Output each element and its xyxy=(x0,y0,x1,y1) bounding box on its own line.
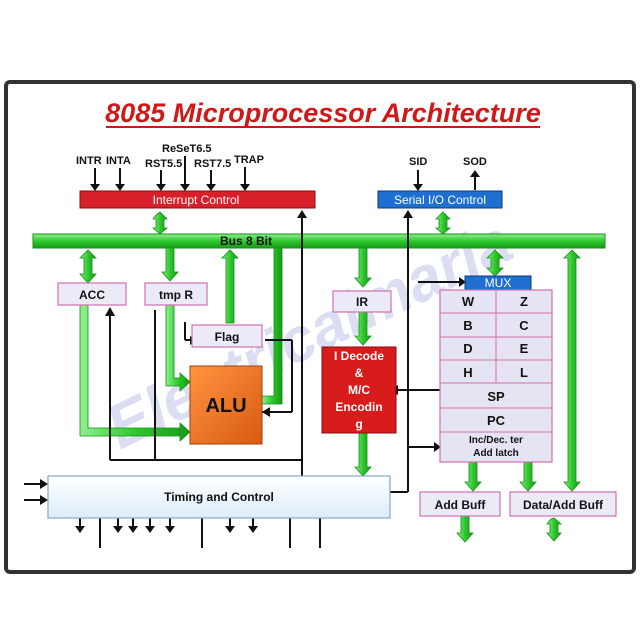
serial-arrows xyxy=(413,170,480,191)
acc-label: ACC xyxy=(79,288,105,302)
timing-control-block xyxy=(47,475,391,519)
address-buffer-label: Add Buff xyxy=(435,498,487,512)
register-pc: PC xyxy=(487,413,506,428)
interrupt-input-arrows xyxy=(90,156,250,191)
inc-dec-label: Inc/Dec. ter xyxy=(469,435,523,446)
decoder-line-2: & xyxy=(355,366,364,380)
data-address-buffer-block xyxy=(509,491,617,517)
register-w: W xyxy=(462,294,475,309)
interrupt-control-block xyxy=(79,190,316,209)
register-array: W Z B C D E H L SP PC Inc/Dec. ter Add l… xyxy=(439,289,553,463)
bus-label: Bus 8 Bit xyxy=(220,234,272,248)
serial-io-control-block xyxy=(377,190,503,209)
signal-inta: INTA xyxy=(106,155,131,167)
tmp-r-label: tmp R xyxy=(159,288,193,302)
alu-block xyxy=(189,365,263,445)
interrupt-signals: INTR INTA RST5.5 ReSeT6.5 RST7.5 TRAP xyxy=(76,143,264,170)
signal-sid: SID xyxy=(409,156,427,168)
data-bus-8bit xyxy=(32,233,606,249)
tmp-r-block xyxy=(144,282,208,306)
page-title: 8085 Microprocessor Architecture xyxy=(105,98,541,128)
timing-output-lines xyxy=(75,518,321,548)
register-l: L xyxy=(520,365,528,380)
signal-trap: TRAP xyxy=(234,154,264,166)
instruction-decoder-block xyxy=(321,346,397,434)
timing-control-label: Timing and Control xyxy=(164,490,274,504)
signal-sod: SOD xyxy=(463,156,487,168)
ir-label: IR xyxy=(356,295,368,309)
address-latch-label: Add latch xyxy=(473,448,519,459)
register-e: E xyxy=(520,341,529,356)
serial-io-control-label: Serial I/O Control xyxy=(394,193,486,207)
ir-block xyxy=(332,290,392,313)
bus-connectors xyxy=(79,211,581,543)
mux-label: MUX xyxy=(485,276,512,290)
control-lines xyxy=(24,212,465,501)
register-d: D xyxy=(463,341,472,356)
decoder-line-3: M/C xyxy=(348,383,370,397)
signal-rst55: RST5.5 xyxy=(145,158,182,170)
register-h: H xyxy=(463,365,472,380)
acc-block xyxy=(57,282,127,306)
signal-rst65: ReSeT6.5 xyxy=(162,143,212,155)
decoder-line-1: I Decode xyxy=(334,349,384,363)
register-c: C xyxy=(519,318,529,333)
register-z: Z xyxy=(520,294,528,309)
flag-block xyxy=(191,324,263,348)
register-sp: SP xyxy=(487,389,505,404)
signal-intr: INTR xyxy=(76,155,102,167)
decoder-line-4: Encodin xyxy=(335,400,382,414)
address-buffer-block xyxy=(419,491,501,517)
interrupt-control-label: Interrupt Control xyxy=(153,193,240,207)
signal-rst75: RST7.5 xyxy=(194,158,231,170)
flag-label: Flag xyxy=(215,330,240,344)
alu-label: ALU xyxy=(205,395,246,417)
data-address-buffer-label: Data/Add Buff xyxy=(523,498,604,512)
register-b: B xyxy=(463,318,472,333)
decoder-line-5: g xyxy=(355,417,362,431)
